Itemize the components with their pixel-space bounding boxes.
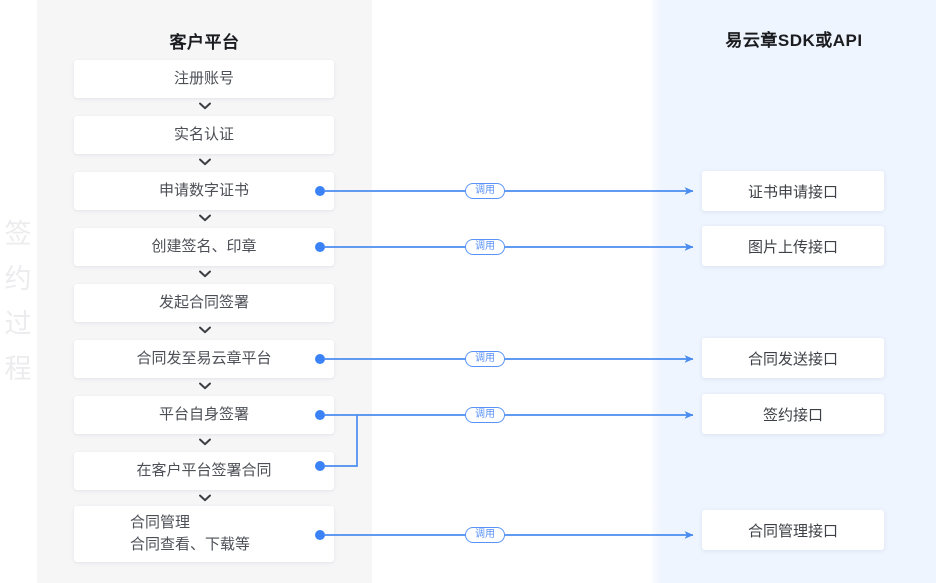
chevron-down-icon (198, 101, 212, 111)
chevron-down-icon (198, 157, 212, 167)
flow-step-contract-manage-line2: 合同查看、下载等 (130, 536, 251, 553)
api-box-contract-send[interactable]: 合同发送接口 (702, 338, 884, 378)
call-label-apply-cert: 调用 (465, 183, 505, 199)
chevron-down-icon (198, 381, 212, 391)
side-caption-char: 签 (4, 219, 33, 249)
side-caption-char: 过 (4, 309, 33, 339)
flow-step-create-seal[interactable]: 创建签名、印章 (74, 228, 334, 266)
side-caption-char: 约 (4, 264, 33, 294)
api-box-cert-apply[interactable]: 证书申请接口 (702, 171, 884, 211)
call-label-create-seal: 调用 (465, 239, 505, 255)
chevron-down-icon (198, 437, 212, 447)
call-label-send-contract: 调用 (465, 351, 505, 367)
chevron-down-icon (198, 269, 212, 279)
sdk-api-panel (652, 0, 936, 583)
chevron-down-icon (198, 213, 212, 223)
flow-step-platform-sign[interactable]: 平台自身签署 (74, 396, 334, 434)
call-label-sign: 调用 (465, 407, 505, 423)
api-box-image-upload[interactable]: 图片上传接口 (702, 226, 884, 266)
side-caption-char: 程 (4, 354, 33, 384)
flow-step-apply-cert[interactable]: 申请数字证书 (74, 172, 334, 210)
flow-step-contract-manage[interactable]: 合同管理 合同查看、下载等 (74, 506, 334, 562)
flow-step-start-sign[interactable]: 发起合同签署 (74, 284, 334, 322)
sdk-api-title: 易云章SDK或API (725, 31, 863, 50)
client-platform-title: 客户平台 (169, 33, 240, 52)
flow-step-send-contract[interactable]: 合同发至易云章平台 (74, 340, 334, 378)
flow-step-client-sign[interactable]: 在客户平台签署合同 (74, 452, 334, 490)
call-label-contract-manage: 调用 (465, 527, 505, 543)
chevron-down-icon (198, 325, 212, 335)
api-box-contract-admin[interactable]: 合同管理接口 (702, 510, 884, 550)
sdk-api-panel-edge (652, 0, 662, 583)
chevron-down-icon (198, 493, 212, 503)
flow-step-register[interactable]: 注册账号 (74, 60, 334, 98)
flow-step-contract-manage-line1: 合同管理 (130, 514, 191, 532)
api-box-sign[interactable]: 签约接口 (702, 394, 884, 434)
flow-step-realname[interactable]: 实名认证 (74, 116, 334, 154)
side-caption-signing-process: 签 约 过 程 (0, 212, 37, 392)
